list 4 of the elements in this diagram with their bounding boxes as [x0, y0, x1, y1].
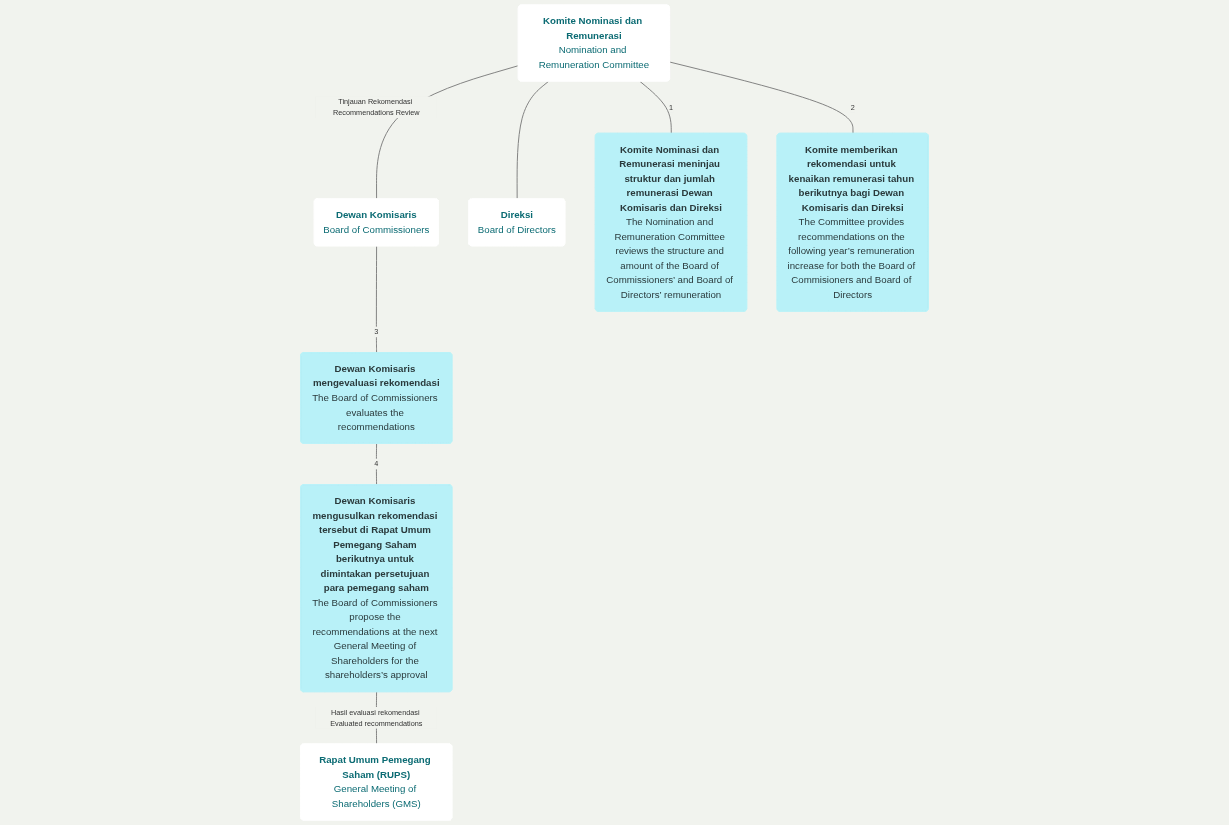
connector: [375, 245, 378, 354]
connector: [669, 61, 854, 134]
connector: [639, 81, 672, 134]
connector: [516, 81, 549, 200]
